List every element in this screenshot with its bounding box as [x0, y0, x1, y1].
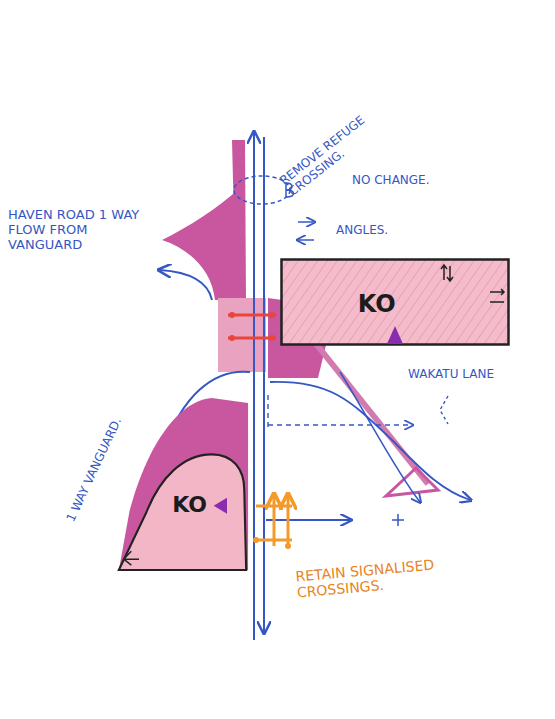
lane-arrow: [340, 372, 420, 502]
map-annotation: WAKATU LANE: [408, 368, 494, 382]
parking-arrow: [298, 221, 314, 223]
pedestrian-crossing: [228, 315, 276, 338]
block-label: KO: [358, 292, 396, 316]
map-annotation: NO CHANGE.: [352, 174, 430, 188]
block-shape: [116, 395, 250, 573]
map-annotation: RETAIN SIGNALISED CROSSINGS.: [295, 556, 447, 601]
building-outline: [119, 454, 246, 570]
traffic-lane-arrow: [263, 137, 265, 632]
entry-marker: [214, 498, 227, 514]
block-label: KO: [172, 494, 207, 516]
lane-arrow: [270, 382, 470, 500]
dashed-arrow: [268, 424, 412, 425]
map-annotation: ANGLES.: [336, 224, 388, 238]
building-block: KO: [280, 258, 510, 346]
entry-marker: [387, 326, 403, 344]
access-arrow: [124, 551, 139, 565]
map-annotation: 1 WAY VANGUARD.: [65, 416, 125, 525]
building-outline: [282, 260, 509, 345]
traffic-lane-arrow: [253, 133, 255, 640]
symbol: [392, 514, 404, 526]
dashed-bracket: [440, 396, 448, 424]
building-block: KO: [116, 395, 250, 573]
crossing-dots: [229, 312, 275, 341]
turn-arrow: [266, 519, 350, 521]
dashed-line: [267, 395, 268, 428]
crossing-dots: [253, 537, 291, 549]
one-way-arrow: [160, 270, 212, 300]
signalised-crossing: [256, 496, 292, 546]
access-arrows: [441, 265, 504, 302]
footpath-band: [119, 398, 248, 570]
parking-arrow: [298, 239, 314, 241]
crossing-area: [218, 298, 266, 372]
map-annotation: HAVEN ROAD 1 WAY FLOW FROM VANGUARD: [8, 208, 153, 253]
lane-strip: [305, 330, 428, 484]
